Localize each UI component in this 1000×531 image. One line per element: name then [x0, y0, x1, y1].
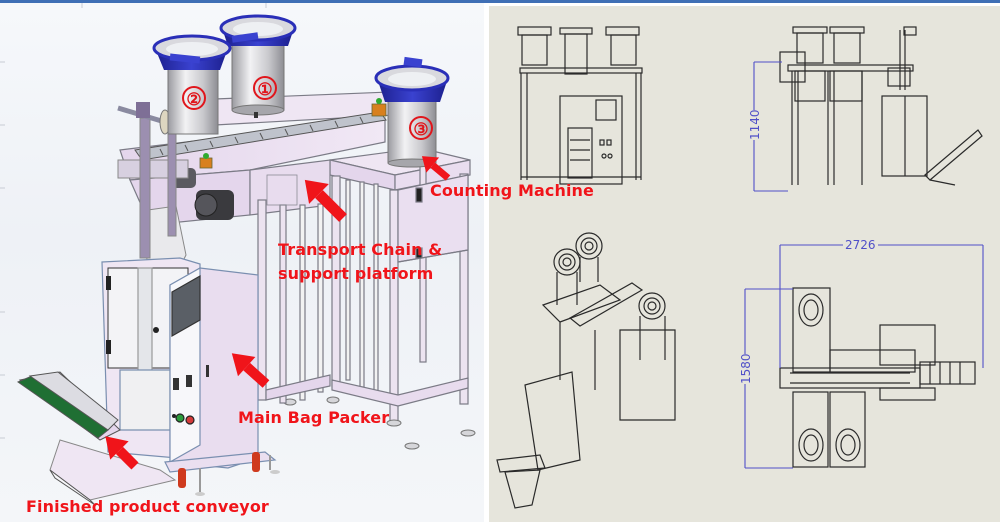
- dimension-width-2726: 2726: [843, 238, 878, 252]
- casters: [178, 452, 280, 496]
- label-main-bag-packer: Main Bag Packer: [238, 408, 390, 427]
- drive-motor: [172, 168, 234, 220]
- label-finished-conveyor: Finished product conveyor: [26, 497, 269, 516]
- label-transport-chain-1: Transport Chain &: [278, 240, 443, 259]
- bag-packer: [101, 257, 277, 473]
- finished-conveyor: [16, 371, 177, 506]
- label-counting-machine: Counting Machine: [430, 181, 594, 200]
- arrow-bag-packer: [231, 353, 270, 388]
- bottom-strip: [0, 522, 1000, 531]
- arrow-transport: [304, 179, 347, 222]
- callout-arrows: [105, 156, 451, 470]
- dimension-depth-1580: 1580: [739, 353, 753, 384]
- counting-stand: [329, 147, 471, 423]
- top-border: [0, 0, 1000, 3]
- arrow-conveyor: [105, 436, 139, 470]
- dimension-height-1140: 1140: [748, 109, 762, 140]
- machine-render: [0, 3, 476, 506]
- bowl-number-3: ③: [409, 116, 433, 140]
- bowl-number-1: ①: [253, 76, 277, 100]
- arrow-counting: [421, 156, 451, 181]
- bowl-number-2: ②: [182, 86, 206, 110]
- vibratory-bowl-1: [219, 14, 297, 118]
- drawing-panel: [489, 6, 1000, 522]
- leveling-feet: [283, 396, 476, 450]
- grid-ticks: [0, 3, 267, 439]
- label-transport-chain-2: support platform: [278, 264, 434, 283]
